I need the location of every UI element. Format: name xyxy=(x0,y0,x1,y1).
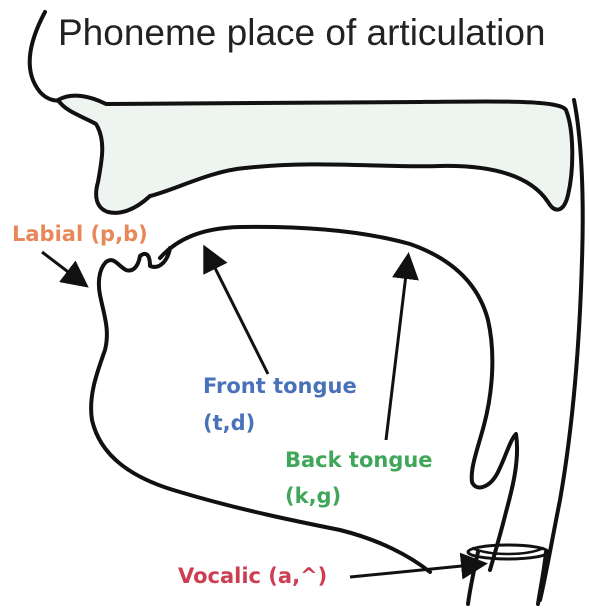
labial-arrow xyxy=(42,252,84,284)
vocal-cords-inner xyxy=(472,548,544,554)
back-tongue-phonemes: (k,g) xyxy=(285,483,341,509)
upper-jaw-palate xyxy=(58,96,572,213)
back-tongue-label: Back tongue xyxy=(285,447,433,473)
lower-lip-chin xyxy=(91,248,430,572)
larynx-left-wall xyxy=(468,552,478,604)
back-tongue-arrow xyxy=(386,258,408,440)
front-tongue-arrow xyxy=(206,250,268,374)
front-tongue-label: Front tongue xyxy=(203,373,357,399)
vocalic-label: Vocalic (a,^) xyxy=(178,563,327,589)
front-tongue-phonemes: (t,d) xyxy=(203,410,255,436)
diagram-title: Phoneme place of articulation xyxy=(58,12,545,54)
labial-label: Labial (p,b) xyxy=(12,221,148,247)
vocalic-arrow xyxy=(350,564,482,577)
